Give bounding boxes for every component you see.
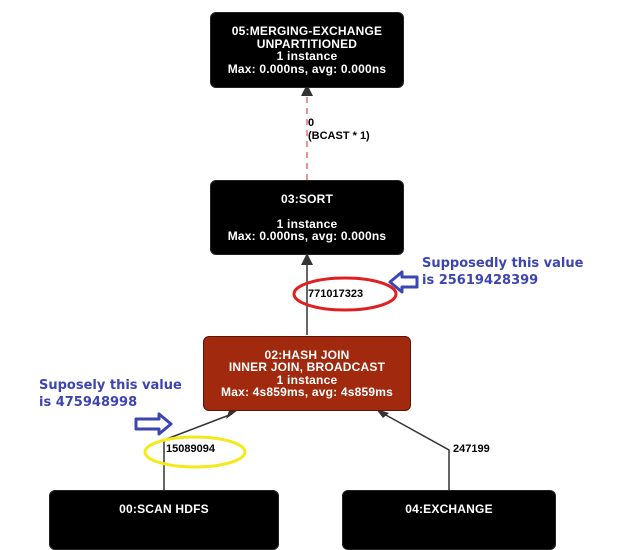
edge-label-bcast-text: (BCAST * 1) <box>308 130 370 142</box>
annotation-line1: Supposedly this value <box>422 256 584 271</box>
node-title: 05:MERGING-EXCHANGE <box>231 24 383 38</box>
edge-label-scan-to-join: 15089094 <box>166 443 215 455</box>
node-title: 00:SCAN HDFS <box>119 502 209 516</box>
node-sort[interactable]: 03:SORT 1 instance Max: 0.000ns, avg: 0.… <box>210 180 404 255</box>
red-highlight-ellipse <box>292 276 398 312</box>
node-hash-join[interactable]: 02:HASH JOIN INNER JOIN, BROADCAST 1 ins… <box>203 336 411 411</box>
edge-label-exchange-to-join: 247199 <box>453 443 490 455</box>
yellow-highlight-ellipse <box>143 435 247 469</box>
arrow-head-icon <box>376 409 389 418</box>
node-title: 04:EXCHANGE <box>405 502 493 516</box>
edge-label-join-to-sort: 771017323 <box>308 288 364 300</box>
node-subtitle: INNER JOIN, BROADCAST <box>228 360 386 374</box>
node-title: 03:SORT <box>280 191 334 206</box>
blue-arrow-right-icon <box>134 412 173 436</box>
node-instances: 1 instance <box>276 49 338 63</box>
node-instances: 1 instance <box>276 372 338 387</box>
blue-arrow-left-icon <box>388 270 419 294</box>
node-subtitle: UNPARTITIONED <box>256 36 358 51</box>
edge-label-count: 0 <box>308 117 315 129</box>
node-instances: 1 instance <box>276 216 338 231</box>
edge-exchange-to-join <box>383 413 450 490</box>
node-timing: Max: 0.000ns, avg: 0.000ns <box>227 61 387 76</box>
arrow-head-icon <box>301 253 313 265</box>
arrow-head-icon <box>301 84 313 96</box>
annotation-line2: is 475948998 <box>39 395 138 410</box>
node-exchange[interactable]: 04:EXCHANGE <box>342 490 556 550</box>
node-title: 02:HASH JOIN <box>264 347 350 362</box>
annotation-line2: is 25619428399 <box>422 273 539 288</box>
annotation-left: Suposely this value is 475948998 <box>39 377 182 411</box>
node-timing: Max: 4s859ms, avg: 4s859ms <box>221 385 393 399</box>
annotation-right: Supposedly this value is 25619428399 <box>422 255 583 289</box>
node-timing: Max: 0.000ns, avg: 0.000ns <box>227 229 387 243</box>
edge-label-bcast: 0 (BCAST * 1) <box>308 117 370 143</box>
annotation-line1: Suposely this value <box>39 378 182 393</box>
node-subtitle <box>211 205 403 218</box>
node-scan-hdfs[interactable]: 00:SCAN HDFS <box>49 490 279 550</box>
node-merging-exchange[interactable]: 05:MERGING-EXCHANGE UNPARTITIONED 1 inst… <box>210 12 404 88</box>
